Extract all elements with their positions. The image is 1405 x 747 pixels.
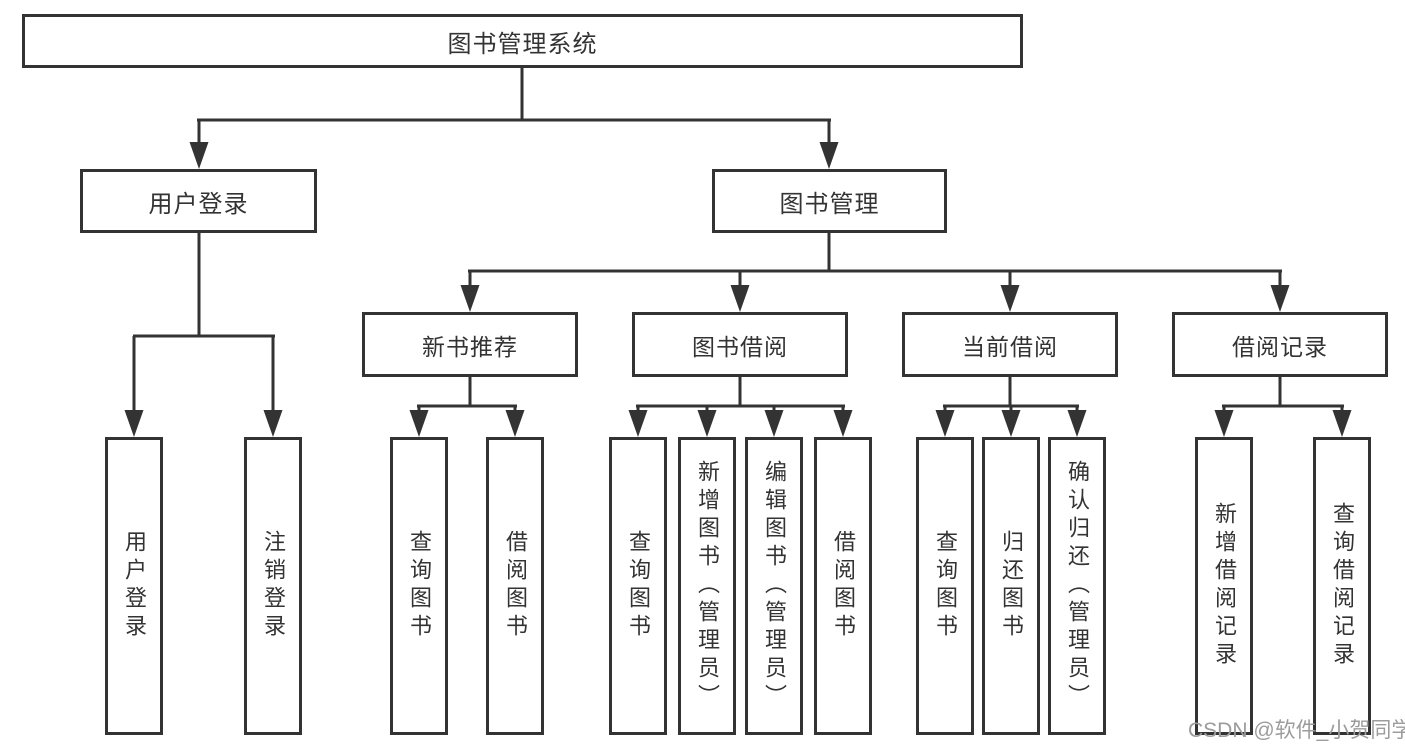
leaf-borrow-books: 借阅图书 [486,437,544,735]
node-user-login: 用户登录 [80,169,317,233]
node-borrow-records: 借阅记录 [1172,312,1388,377]
leaf-confirm-return-admin: 确认归还（管理员） [1048,437,1106,735]
csdn-watermark: CSDN @软件_小贺同学 [1188,719,1405,742]
node-book-management: 图书管理 [712,169,947,233]
leaf-query-books-2: 查询图书 [609,437,667,735]
leaf-add-borrow-record: 新增借阅记录 [1195,437,1253,735]
leaf-query-books: 查询图书 [390,437,448,735]
node-new-book-recommend: 新书推荐 [362,312,578,377]
connector-arrowheads [124,142,1352,437]
node-current-borrow: 当前借阅 [902,312,1118,377]
leaf-borrow-books-2: 借阅图书 [814,437,872,735]
leaf-logout: 注销登录 [244,437,302,735]
leaf-edit-books-admin: 编辑图书（管理员） [745,437,803,735]
leaf-query-books-3: 查询图书 [916,437,974,735]
leaf-add-books-admin: 新增图书（管理员） [678,437,736,735]
leaf-query-borrow-record: 查询借阅记录 [1313,437,1371,735]
node-root: 图书管理系统 [22,14,1023,68]
node-book-borrow: 图书借阅 [632,312,848,377]
leaf-user-login: 用户登录 [105,437,163,735]
leaf-return-books: 归还图书 [982,437,1040,735]
